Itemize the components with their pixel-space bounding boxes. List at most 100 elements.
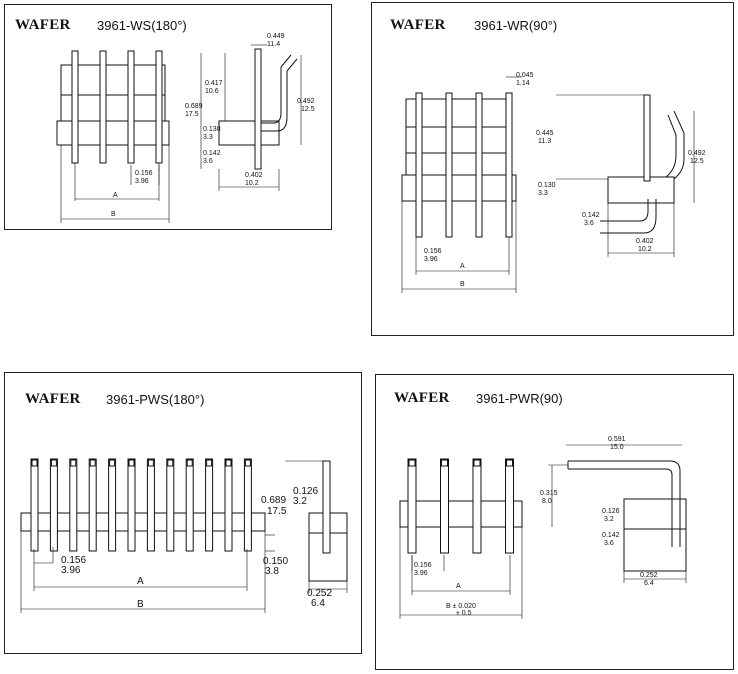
pwr-front-view: A B ± 0.020 ± 0.5 0.156 3.96: [399, 458, 523, 619]
pin: [505, 458, 514, 554]
pin: [472, 458, 482, 554]
pin: [205, 458, 214, 552]
dim-low-mm: 3.6: [203, 158, 213, 165]
pin-tip: [186, 459, 193, 467]
ws-drawing: A B 0.156 3.96 0.449 11.4 0.417 10.6 0.6…: [56, 33, 315, 223]
dim-tail-in: 0.130: [203, 126, 221, 133]
dim-tail-mm: 3.3: [203, 134, 213, 141]
model-title: 3961-WS(180°): [97, 18, 187, 33]
pin: [30, 458, 39, 552]
dim-top-in: 0.045: [516, 72, 534, 79]
dim-low-in: 0.142: [602, 532, 620, 539]
dim-pitch-mm: 3.96: [424, 256, 438, 263]
wr-side-view: 0.445 11.3 0.130 3.3 0.142 3.6 0.402 10.…: [536, 94, 706, 257]
pin: [127, 458, 136, 552]
dim-width-mm: 6.4: [311, 598, 325, 609]
dim-width-mm: 6.4: [644, 580, 654, 587]
dim-upper-mm: 10.6: [205, 88, 219, 95]
dim-b: B: [137, 599, 144, 610]
dim-pitch-mm: 3.96: [135, 178, 149, 185]
dim-len-in: 0.591: [608, 436, 626, 443]
dim-pitch-mm: 3.96: [414, 570, 428, 577]
pin-tip: [225, 459, 232, 467]
pin: [146, 458, 155, 552]
brand-title: WAFER: [15, 17, 71, 33]
dim-width-mm: 10.2: [245, 180, 259, 187]
dim-width-in: 0.252: [640, 572, 658, 579]
ws-side-view: 0.449 11.4 0.417 10.6 0.689 17.5 0.130 3…: [185, 33, 315, 191]
brand-title: WAFER: [390, 17, 446, 33]
dim-total-mm: 17.5: [267, 506, 287, 517]
pin-tip: [206, 459, 213, 467]
model-title: 3961-PWS(180°): [106, 392, 205, 407]
dim-low-mm: 3.6: [584, 220, 594, 227]
dim-arc-in: 0.492: [297, 98, 315, 105]
pin-tip: [408, 459, 416, 467]
pin-tip: [167, 459, 174, 467]
dim-width-in: 0.252: [307, 588, 332, 599]
wr-front-view: A B 0.156 3.96 0.045 1.14: [401, 72, 534, 293]
pin-tip: [506, 459, 513, 467]
dim-a: A: [113, 192, 118, 199]
pin-tip: [89, 459, 96, 467]
brand-title: WAFER: [25, 391, 81, 407]
dim-upper-in: 0.417: [205, 80, 223, 87]
dim-pitch-in: 0.156: [414, 562, 432, 569]
dim-arc-in: 0.492: [688, 150, 706, 157]
wr-drawing: A B 0.156 3.96 0.045 1.14 0.445 11.3 0.1…: [401, 72, 706, 293]
panel-3961-ws: WAFER 3961-WS(180°) A B 0.156 3.96: [4, 4, 332, 230]
pin: [166, 458, 175, 552]
pin-tip: [109, 459, 116, 467]
dim-pitch-in: 0.156: [135, 170, 153, 177]
dim-top-in: 0.449: [267, 33, 285, 40]
dim-top-in: 0.126: [602, 508, 620, 515]
panel-3961-pws: WAFER 3961-PWS(180°) A B 0.156 3.96 0.15…: [4, 372, 362, 654]
pin: [440, 458, 449, 554]
pin-tip: [50, 459, 57, 467]
dim-a: A: [460, 263, 465, 270]
pws-front-view: A B 0.156 3.96 0.150 3.8: [20, 458, 288, 613]
ws-front-view: A B 0.156 3.96: [56, 50, 170, 223]
pin: [407, 458, 417, 554]
pin-tip: [31, 459, 38, 467]
model-title: 3961-WR(90°): [474, 18, 558, 33]
pwr-drawing: A B ± 0.020 ± 0.5 0.156 3.96 0.591 15.0 …: [399, 436, 687, 619]
dim-arc-mm: 12.5: [690, 158, 704, 165]
pin-tip: [473, 459, 481, 467]
dim-pitch-in: 0.156: [61, 555, 86, 566]
pws-side-view: 0.689 17.5 0.126 3.2 0.252 6.4: [261, 460, 348, 609]
dim-top-mm: 1.14: [516, 80, 530, 87]
pws-drawing: A B 0.156 3.96 0.150 3.8 0.689 17.5 0.12…: [20, 458, 348, 613]
pin-tip: [70, 459, 77, 467]
dim-b: B: [460, 281, 465, 288]
panel-3961-pwr: WAFER 3961-PWR(90) A B ± 0.020 ± 0.5 0.1…: [375, 374, 734, 670]
dim-total-in: 0.689: [185, 103, 203, 110]
pin: [69, 458, 78, 552]
dim-a: A: [137, 576, 144, 587]
pin-tip: [244, 459, 251, 467]
dim-total-in: 0.689: [261, 495, 286, 506]
pin: [88, 458, 97, 552]
dim-top-in: 0.126: [293, 486, 318, 497]
brand-title: WAFER: [394, 390, 450, 406]
dim-b: B: [111, 211, 116, 218]
pin-tip: [128, 459, 135, 467]
dim-low-in: 0.142: [203, 150, 221, 157]
dim-low-in: 0.142: [582, 212, 600, 219]
pwr-side-view: 0.591 15.0 0.315 8.0 0.126 3.2 0.142 3.6…: [540, 436, 687, 587]
dim-arc-mm: 12.5: [301, 106, 315, 113]
dim-a: A: [456, 583, 461, 590]
dim-tail-in: 0.150: [263, 556, 288, 567]
pin: [49, 458, 58, 552]
dim-width-in: 0.402: [245, 172, 263, 179]
dim-rise-in: 0.315: [540, 490, 558, 497]
model-title: 3961-PWR(90): [476, 391, 563, 406]
pin-tip: [441, 459, 448, 467]
dim-upper-mm: 11.3: [538, 138, 551, 145]
dim-top-mm: 11.4: [267, 41, 280, 48]
dim-width-in: 0.402: [636, 238, 654, 245]
dim-pitch-in: 0.156: [424, 248, 442, 255]
dim-tail-mm: 3.8: [265, 566, 279, 577]
dim-b-tol: ± 0.5: [456, 610, 472, 617]
dim-top-mm: 3.2: [293, 496, 307, 507]
